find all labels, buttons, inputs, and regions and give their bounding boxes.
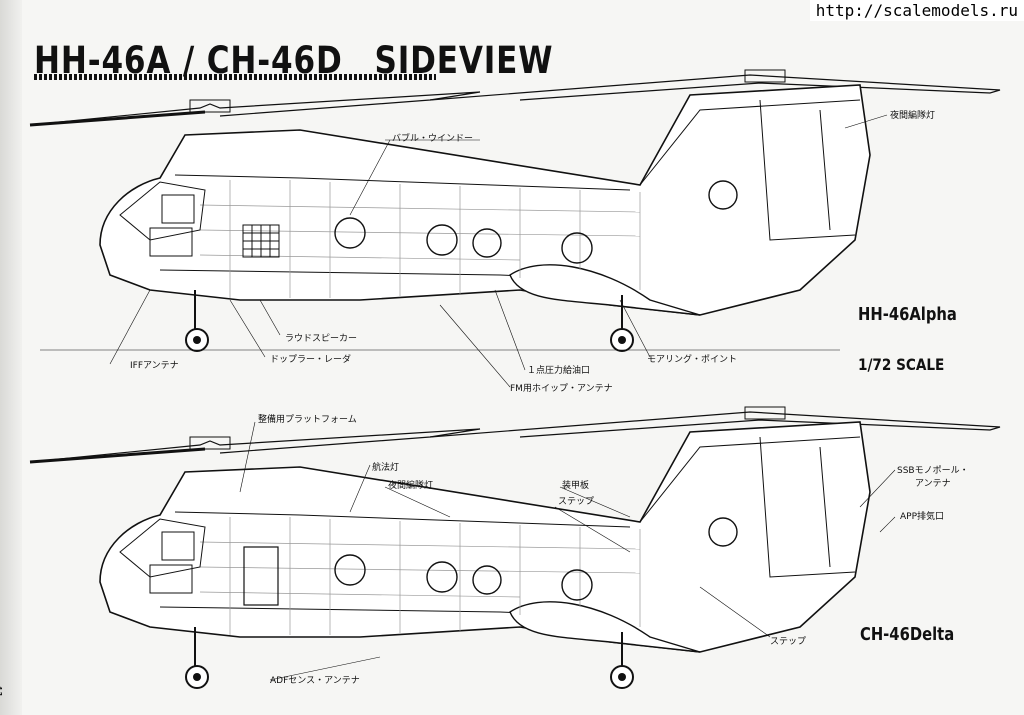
watermark-url: http://scalemodels.ru bbox=[809, 0, 1024, 21]
callout-fm-whip-antenna: FM用ホイップ・アンテナ bbox=[510, 384, 613, 394]
callout-adf-antenna: ADFセンス・アンテナ bbox=[270, 676, 360, 686]
callout-iff-antenna: IFFアンテナ bbox=[130, 361, 179, 371]
callout-armor-plate: 装甲板 bbox=[562, 481, 590, 491]
ch-46d-side-view bbox=[28, 405, 1002, 690]
scale-label: 1/72 SCALE bbox=[858, 355, 945, 374]
callout-step-upper: ステップ bbox=[558, 497, 595, 507]
callout-ssb-antenna-line1: SSBモノポール・ bbox=[897, 466, 969, 476]
callout-night-formation-light-top: 夜間編隊灯 bbox=[890, 111, 936, 121]
callout-single-point-refuel: １点圧力給油口 bbox=[527, 366, 591, 376]
page-binding-edge bbox=[0, 0, 22, 715]
callout-night-formation-light-bottom: 夜間編隊灯 bbox=[388, 481, 434, 491]
title-underline bbox=[34, 74, 436, 80]
model-label-ch46d: CH-46Delta bbox=[860, 624, 955, 645]
loudspeaker-grid bbox=[242, 224, 280, 258]
callout-nav-light: 航法灯 bbox=[372, 463, 400, 473]
callout-loud-speaker: ラウドスピーカー bbox=[285, 334, 358, 344]
callout-maintenance-platform: 整備用プラットフォーム bbox=[258, 415, 357, 425]
cargo-door bbox=[243, 546, 279, 606]
page-number: 41 bbox=[0, 684, 4, 698]
model-label-hh46a: HH-46Alpha bbox=[858, 304, 957, 325]
callout-mooring-point: モアリング・ポイント bbox=[647, 355, 738, 365]
callout-ssb-antenna-line2: アンテナ bbox=[915, 479, 951, 489]
hh-46a-side-view bbox=[28, 68, 1002, 388]
callout-step-lower: ステップ bbox=[770, 637, 807, 647]
callout-doppler-radar: ドップラー・レーダ bbox=[270, 355, 352, 365]
callout-bubble-window: バブル・ウインドー bbox=[392, 134, 474, 144]
callout-app-exhaust: APP排気口 bbox=[900, 512, 945, 522]
